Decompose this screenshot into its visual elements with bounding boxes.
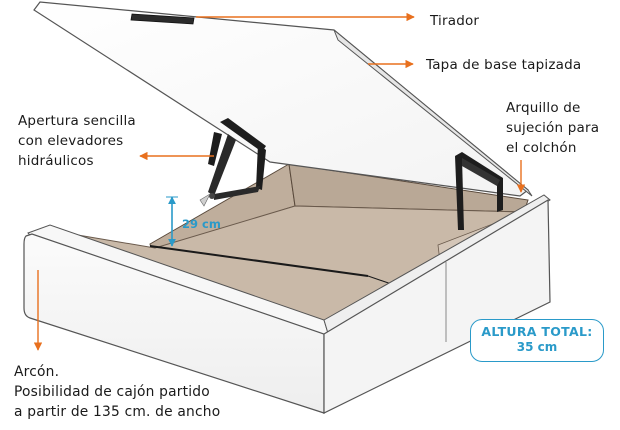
right-mattress-arch [455,152,503,230]
label-arcon-line: Arcón. [14,364,60,380]
label-arcon-line: Posibilidad de cajón partido [14,384,210,400]
label-apertura-line: Apertura sencilla [18,113,136,129]
label-arquillo-line: el colchón [506,140,577,156]
total-height-title: ALTURA TOTAL: [481,324,593,339]
inner-height-label: 29 cm [182,217,221,231]
label-arquillo-line: sujeción para [506,120,600,136]
total-height-value: 35 cm [516,340,558,354]
label-tirador: Tirador [430,13,480,29]
split-division-line [149,245,369,277]
label-arquillo-line: Arquillo de [506,100,581,116]
lid-handle [130,13,195,25]
total-height-badge: ALTURA TOTAL: 35 cm [470,319,604,362]
label-apertura-line: hidráulicos [18,153,94,169]
label-tapa: Tapa de base tapizada [426,57,582,73]
lid-edge [333,29,533,197]
label-arquillo: Arquillo de sujeción para el colchón [506,98,599,158]
left-hydraulic-lift [199,118,266,207]
label-apertura-line: con elevadores [18,133,124,149]
label-arcon-line: a partir de 135 cm. de ancho [14,404,221,420]
box-front-face [23,233,325,414]
label-apertura: Apertura sencilla con elevadores hidrául… [18,111,136,171]
box-side-face [323,198,551,414]
label-arcon: Arcón. Posibilidad de cajón partido a pa… [14,362,220,422]
